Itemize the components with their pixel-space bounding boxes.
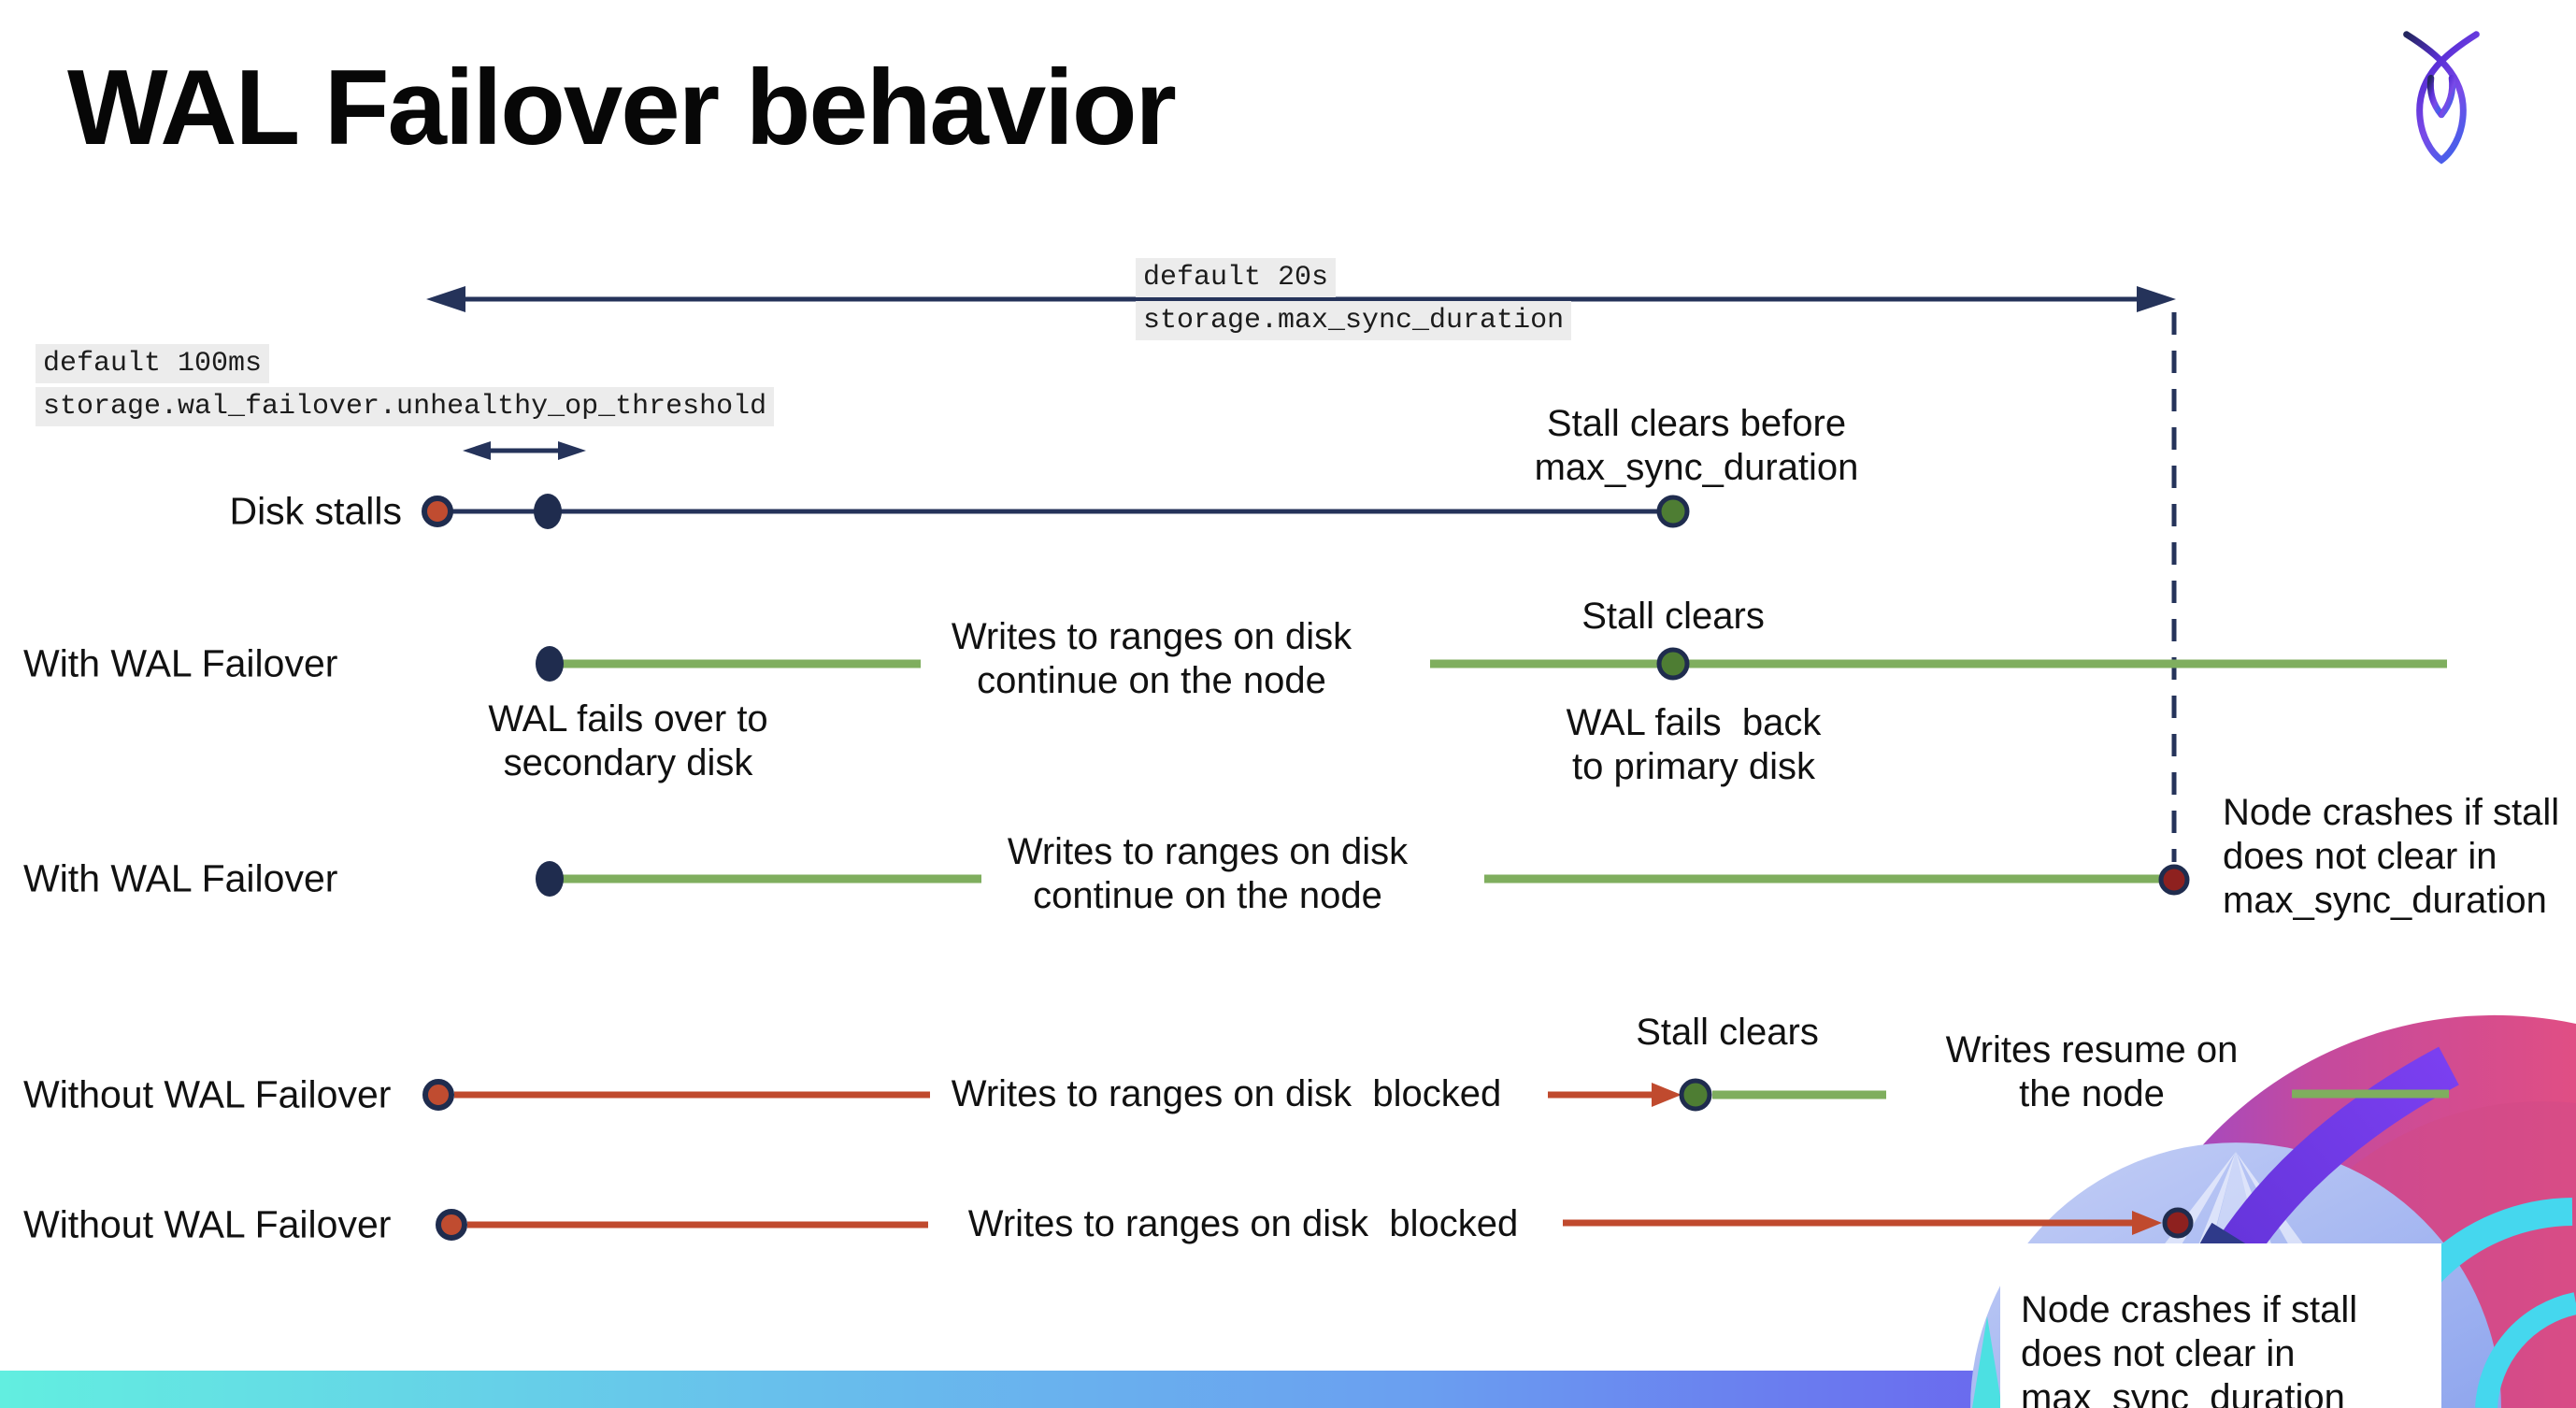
node-crash-dot bbox=[2162, 1207, 2194, 1239]
failback-dot bbox=[1656, 647, 1690, 681]
note-wal-fails-back: WAL fails back to primary disk bbox=[1566, 702, 1822, 788]
row-label-disk-stalls: Disk stalls bbox=[229, 489, 402, 533]
red-arrowhead bbox=[1652, 1083, 1682, 1107]
timeline-disk-stalls bbox=[422, 494, 1690, 529]
note-writes-blocked-2: Writes to ranges on disk blocked bbox=[967, 1203, 1519, 1244]
note-writes-blocked-1: Writes to ranges on disk blocked bbox=[951, 1073, 1502, 1114]
cyan-sliver bbox=[1972, 1316, 2002, 1408]
note-stall-clears-2: Stall clears bbox=[1636, 1012, 1819, 1053]
unhealthy-op-threshold-arrow bbox=[463, 441, 586, 460]
max-sync-default-chip: default 20s bbox=[1136, 258, 1337, 297]
node-crash-dot bbox=[2158, 864, 2190, 896]
note-writes-continue-2: Writes to ranges on disk continue on the… bbox=[1007, 831, 1409, 917]
red-arrowhead bbox=[2132, 1211, 2162, 1235]
row-label-without-wal-failover-1: Without WAL Failover bbox=[23, 1072, 392, 1116]
stall-clears-dot bbox=[1656, 495, 1690, 528]
max-sync-duration-arrow bbox=[426, 286, 2176, 312]
row-label-with-wal-failover-2: With WAL Failover bbox=[23, 856, 338, 900]
note-writes-continue-1: Writes to ranges on disk continue on the… bbox=[951, 616, 1352, 702]
stall-start-dot bbox=[436, 1209, 467, 1241]
failover-dot bbox=[536, 861, 564, 897]
max-sync-setting-chip: storage.max_sync_duration bbox=[1136, 301, 1572, 340]
note-node-crashes-1: Node crashes if stall does not clear in … bbox=[2223, 792, 2560, 922]
note-stall-clears-1: Stall clears bbox=[1581, 596, 1765, 637]
stall-start-dot bbox=[422, 496, 453, 527]
cockroachdb-logo-icon bbox=[2403, 31, 2480, 165]
row-label-without-wal-failover-2: Without WAL Failover bbox=[23, 1202, 392, 1246]
timeline-with-wal-failover-2 bbox=[536, 861, 2190, 897]
row-label-with-wal-failover-1: With WAL Failover bbox=[23, 641, 338, 685]
note-wal-fails-over: WAL fails over to secondary disk bbox=[488, 698, 768, 784]
unhealthy-op-default-chip: default 100ms bbox=[36, 344, 270, 383]
stall-start-dot bbox=[422, 1079, 454, 1111]
failover-dot bbox=[536, 646, 564, 682]
note-writes-resume: Writes resume on the node bbox=[1945, 1029, 2239, 1115]
page-title: WAL Failover behavior bbox=[67, 49, 1177, 167]
timeline-without-wal-failover-1 bbox=[422, 1078, 2449, 1112]
cyan-arc-small bbox=[2475, 1292, 2576, 1408]
crash-callout-box: Node crashes if stall does not clear in … bbox=[2000, 1243, 2441, 1408]
timeline-with-wal-failover-1 bbox=[536, 646, 2447, 682]
note-node-crashes-2: Node crashes if stall does not clear in … bbox=[2021, 1289, 2358, 1408]
note-stall-clears-before: Stall clears before max_sync_duration bbox=[1534, 403, 1859, 489]
stall-clears-dot bbox=[1679, 1078, 1712, 1112]
timeline-without-wal-failover-2 bbox=[436, 1207, 2194, 1241]
unhealthy-op-setting-chip: storage.wal_failover.unhealthy_op_thresh… bbox=[36, 387, 775, 426]
failover-threshold-dot bbox=[534, 494, 562, 529]
